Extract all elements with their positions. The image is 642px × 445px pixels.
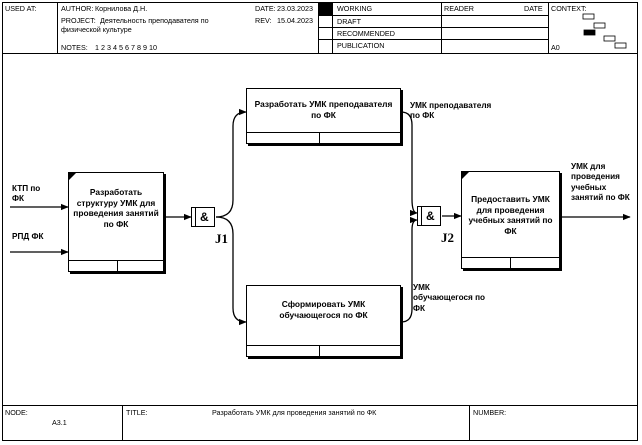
box-bottom-strip [247, 132, 400, 143]
footer-divider [122, 405, 123, 441]
status-checkbox-rule [332, 2, 333, 53]
flow-teacher-label: УМК преподавателя по ФК [410, 101, 492, 121]
status-publication: PUBLICATION [337, 41, 385, 50]
output-final-label: УМК для проведения учебных занятий по ФК [571, 162, 630, 202]
node-label: NODE: [5, 408, 28, 417]
date-value: 23.03.2023 [277, 4, 313, 13]
context-node: A0 [551, 43, 560, 52]
activity-box-student[interactable]: Сформировать УМК обучающегося по ФК [246, 285, 401, 357]
status-recommended: RECOMMENDED [337, 29, 395, 38]
rev-label: REV: [255, 16, 272, 25]
status-working: WORKING [337, 4, 373, 13]
junction-and-symbol: & [426, 209, 435, 223]
header-divider [57, 2, 58, 53]
student-to-j2-arrow [400, 216, 418, 323]
box-bottom-strip [247, 345, 400, 356]
junction-and-symbol: & [200, 210, 209, 224]
context-label: CONTEXT: [551, 4, 587, 13]
activity-box-structure[interactable]: Разработать структуру УМК для проведения… [68, 172, 164, 272]
notes-value: 1 2 3 4 5 6 7 8 9 10 [95, 43, 157, 52]
activity-box-teacher[interactable]: Разработать УМК преподавателя по ФК [246, 88, 401, 144]
number-label: NUMBER: [473, 408, 507, 417]
teacher-to-j2-arrow [400, 111, 418, 217]
activity-box-structure-title: Разработать структуру УМК для проведения… [73, 187, 159, 229]
flow-student-label: УМК обучающегося по ФК [413, 283, 486, 313]
project-value-continued: физической культуре [61, 25, 132, 34]
activity-box-provide-title: Предоставить УМК для проведения учебных … [468, 194, 553, 236]
header-divider [548, 2, 549, 53]
project-label: PROJECT: [61, 16, 96, 25]
reader-date-label: DATE [524, 4, 543, 13]
date-label: DATE: [255, 4, 276, 13]
junction-j2[interactable]: & [417, 206, 441, 226]
activity-box-student-title: Сформировать УМК обучающегося по ФК [279, 299, 368, 320]
j1-to-student-arrow [215, 216, 247, 326]
footer-divider [469, 405, 470, 441]
status-row-rule [318, 39, 548, 40]
junction-j2-label: J2 [441, 230, 454, 245]
junction-bar [195, 208, 196, 226]
box-bottom-strip [69, 260, 163, 271]
status-draft: DRAFT [337, 17, 361, 26]
j1-to-teacher-arrow [215, 108, 247, 218]
reader-label: READER [444, 4, 474, 13]
box-corner-marker [69, 173, 76, 180]
node-value: А3.1 [52, 418, 67, 427]
used-at-label: USED AT: [5, 4, 37, 13]
title-label: TITLE: [126, 408, 148, 417]
title-value: Разработать УМК для проведения занятий п… [212, 408, 377, 417]
junction-bar [421, 207, 422, 225]
author-label: AUTHOR: [61, 4, 94, 13]
working-status-marker [319, 3, 332, 15]
footer-top-rule [2, 405, 638, 407]
input-rpd-label: РПД ФК [12, 232, 44, 241]
junction-j1[interactable]: & [191, 207, 215, 227]
author-value: Корнилова Д.Н. [95, 4, 148, 13]
activity-box-provide[interactable]: Предоставить УМК для проведения учебных … [461, 171, 560, 269]
diagram-frame [2, 2, 638, 441]
status-row-rule [318, 15, 548, 16]
activity-box-teacher-title: Разработать УМК преподавателя по ФК [254, 99, 393, 120]
box-bottom-strip [462, 257, 559, 268]
input-ktp-label: КТП по ФК [12, 184, 41, 204]
status-row-rule [318, 27, 548, 28]
header-bottom-rule [2, 53, 638, 55]
rev-value: 15.04.2023 [277, 16, 313, 25]
notes-label: NOTES: [61, 43, 88, 52]
box-corner-marker [462, 172, 469, 179]
project-value: Деятельность преподавателя по [100, 16, 209, 25]
junction-j1-label: J1 [215, 231, 228, 246]
